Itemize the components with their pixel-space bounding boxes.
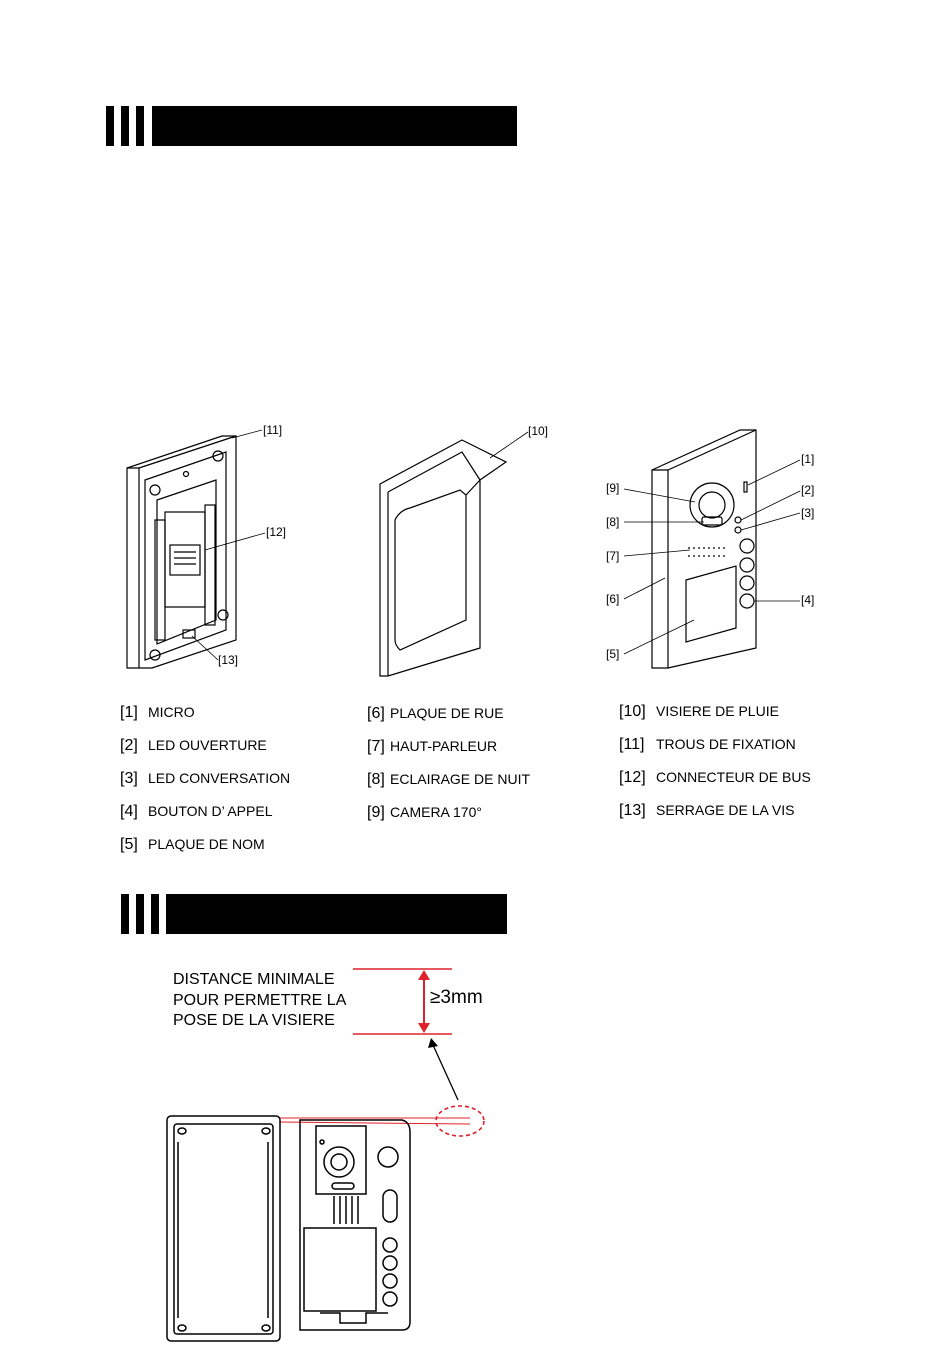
callout-front-3: [3] bbox=[801, 506, 815, 520]
legend-item: [8]ECLAIRAGE DE NUIT bbox=[367, 771, 531, 788]
legend-item: [12]CONNECTEUR DE BUS bbox=[619, 769, 811, 786]
visor-front-drawing bbox=[166, 1115, 281, 1342]
legend-item: [3]LED CONVERSATION bbox=[120, 770, 291, 787]
distance-diagram bbox=[279, 968, 485, 1137]
callout-front-7: [7] bbox=[606, 549, 620, 563]
section-header-bar bbox=[166, 894, 507, 934]
callout-visor-10: [10] bbox=[528, 424, 549, 438]
visor-drawing bbox=[379, 439, 508, 677]
section-header-bar bbox=[152, 106, 517, 146]
callout-front-5: [5] bbox=[606, 647, 620, 661]
callout-back-11: [11] bbox=[263, 423, 283, 437]
legend-item: [13]SERRAGE DE LA VIS bbox=[619, 802, 795, 819]
legend-item: [1]MICRO bbox=[120, 704, 195, 721]
distance-label: DISTANCE MINIMALE POUR PERMETTRE LA POSE… bbox=[173, 971, 347, 1029]
callout-back-12: [12] bbox=[266, 525, 287, 539]
legend-item: [5]PLAQUE DE NOM bbox=[120, 836, 265, 853]
legend-item: [6]PLAQUE DE RUE bbox=[367, 705, 504, 722]
section-bars-icon bbox=[106, 106, 144, 146]
legend-item: [7]HAUT-PARLEUR bbox=[367, 738, 498, 755]
callout-back-13: [13] bbox=[218, 653, 239, 667]
legend-column-2: [6]PLAQUE DE RUE [7]HAUT-PARLEUR [8]ECLA… bbox=[367, 697, 530, 829]
panel-front-drawing bbox=[299, 1119, 411, 1331]
distance-value: ≥3mm bbox=[430, 987, 483, 1008]
legend-item: [10]VISIERE DE PLUIE bbox=[619, 703, 779, 720]
front-panel-drawing bbox=[651, 429, 757, 669]
callout-front-8: [8] bbox=[606, 515, 620, 529]
legend-item: [2]LED OUVERTURE bbox=[120, 737, 267, 754]
callout-front-2: [2] bbox=[801, 483, 815, 497]
callout-front-1: [1] bbox=[801, 452, 815, 466]
back-box-drawing bbox=[126, 435, 237, 669]
legend-column-1: [1]MICRO [2]LED OUVERTURE [3]LED CONVERS… bbox=[120, 696, 290, 861]
callout-front-6: [6] bbox=[606, 592, 620, 606]
legend-item: [9]CAMERA 170° bbox=[367, 804, 482, 821]
section-bars-icon bbox=[121, 894, 159, 934]
legend-item: [11]TROUS DE FIXATION bbox=[619, 736, 796, 753]
legend-item: [4]BOUTON D’ APPEL bbox=[120, 803, 273, 820]
legend-column-3: [10]VISIERE DE PLUIE [11]TROUS DE FIXATI… bbox=[619, 695, 811, 827]
callout-front-9: [9] bbox=[606, 481, 620, 495]
callout-front-4: [4] bbox=[801, 593, 815, 607]
